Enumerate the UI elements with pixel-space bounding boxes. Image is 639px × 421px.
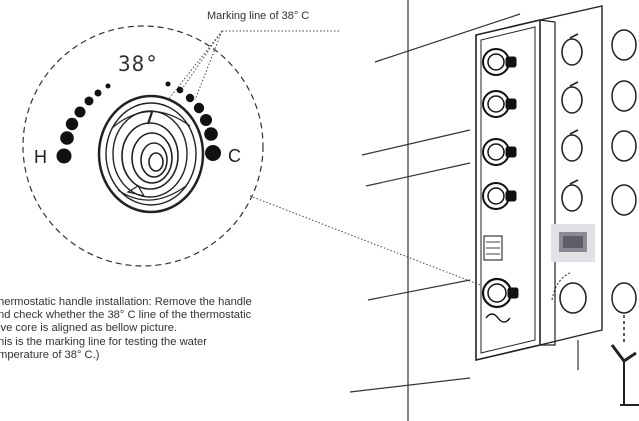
shower-panel xyxy=(475,5,603,362)
right-side-fixtures xyxy=(610,29,639,406)
zoom-leader-line xyxy=(249,195,481,286)
instruction-line: mperature of 38° C.) xyxy=(0,348,100,361)
magnified-view-circle xyxy=(22,25,264,267)
wall-lines xyxy=(349,0,521,421)
instruction-line: nd check whether the 38° C line of the t… xyxy=(0,309,252,322)
instruction-line: hermostatic handle installation: Remove … xyxy=(0,296,252,308)
instruction-line: his is the marking line for testing the … xyxy=(0,335,207,348)
digital-display xyxy=(551,224,595,262)
panel-side-knobs xyxy=(481,48,519,323)
temperature-readout: 38° xyxy=(118,52,159,76)
installation-instructions: hermostatic handle installation: Remove … xyxy=(0,296,348,362)
cold-label: C xyxy=(228,146,241,166)
callout-leader-lines xyxy=(167,30,340,101)
valve-core xyxy=(97,94,205,214)
marking-line-callout: Marking line of 38° C xyxy=(207,10,310,22)
panel-front-knobs xyxy=(551,33,587,314)
hot-side-dots xyxy=(56,83,111,164)
hot-label: H xyxy=(34,147,47,167)
cold-side-dots xyxy=(165,81,221,161)
instruction-line: lve core is aligned as bellow picture. xyxy=(0,322,178,335)
